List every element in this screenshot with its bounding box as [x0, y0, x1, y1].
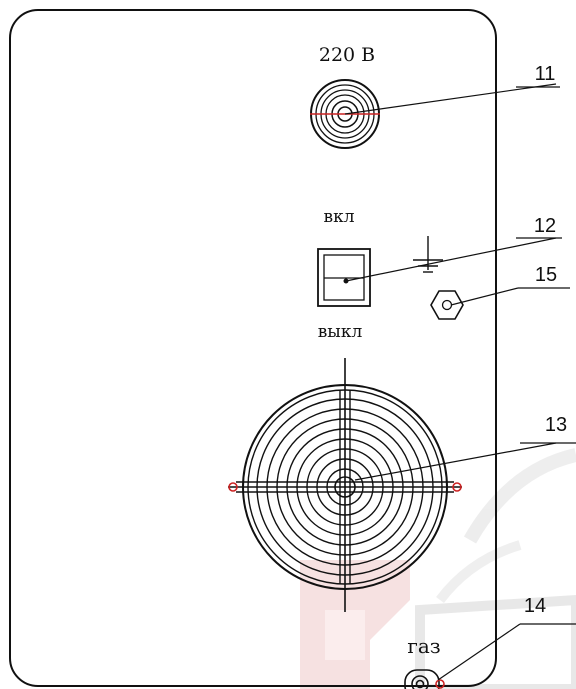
switch-on-label: вкл — [324, 207, 355, 227]
panel-outline — [9, 9, 497, 687]
callout-11-number: 11 — [535, 63, 556, 85]
callout-15-number: 15 — [535, 264, 557, 286]
gas-label: газ — [407, 634, 440, 658]
fan-grille-icon — [228, 358, 462, 612]
callout-11: 11 — [344, 63, 560, 115]
gas-fitting-icon — [404, 669, 445, 689]
callout-15: 15 — [450, 264, 570, 306]
switch-off-label: выкл — [318, 322, 363, 342]
callout-12-number: 12 — [534, 215, 556, 237]
callout-14: 14 — [437, 595, 576, 681]
power-socket-icon — [310, 79, 380, 149]
power-label: 220 В — [319, 44, 375, 66]
callout-13: 13 — [354, 414, 576, 481]
callout-14-number: 14 — [524, 595, 546, 617]
callout-13-number: 13 — [545, 414, 567, 436]
callout-12: 12 — [345, 215, 562, 282]
hex-nut-icon — [430, 290, 464, 320]
watermark — [300, 448, 576, 689]
ground-symbol-icon — [413, 236, 443, 273]
